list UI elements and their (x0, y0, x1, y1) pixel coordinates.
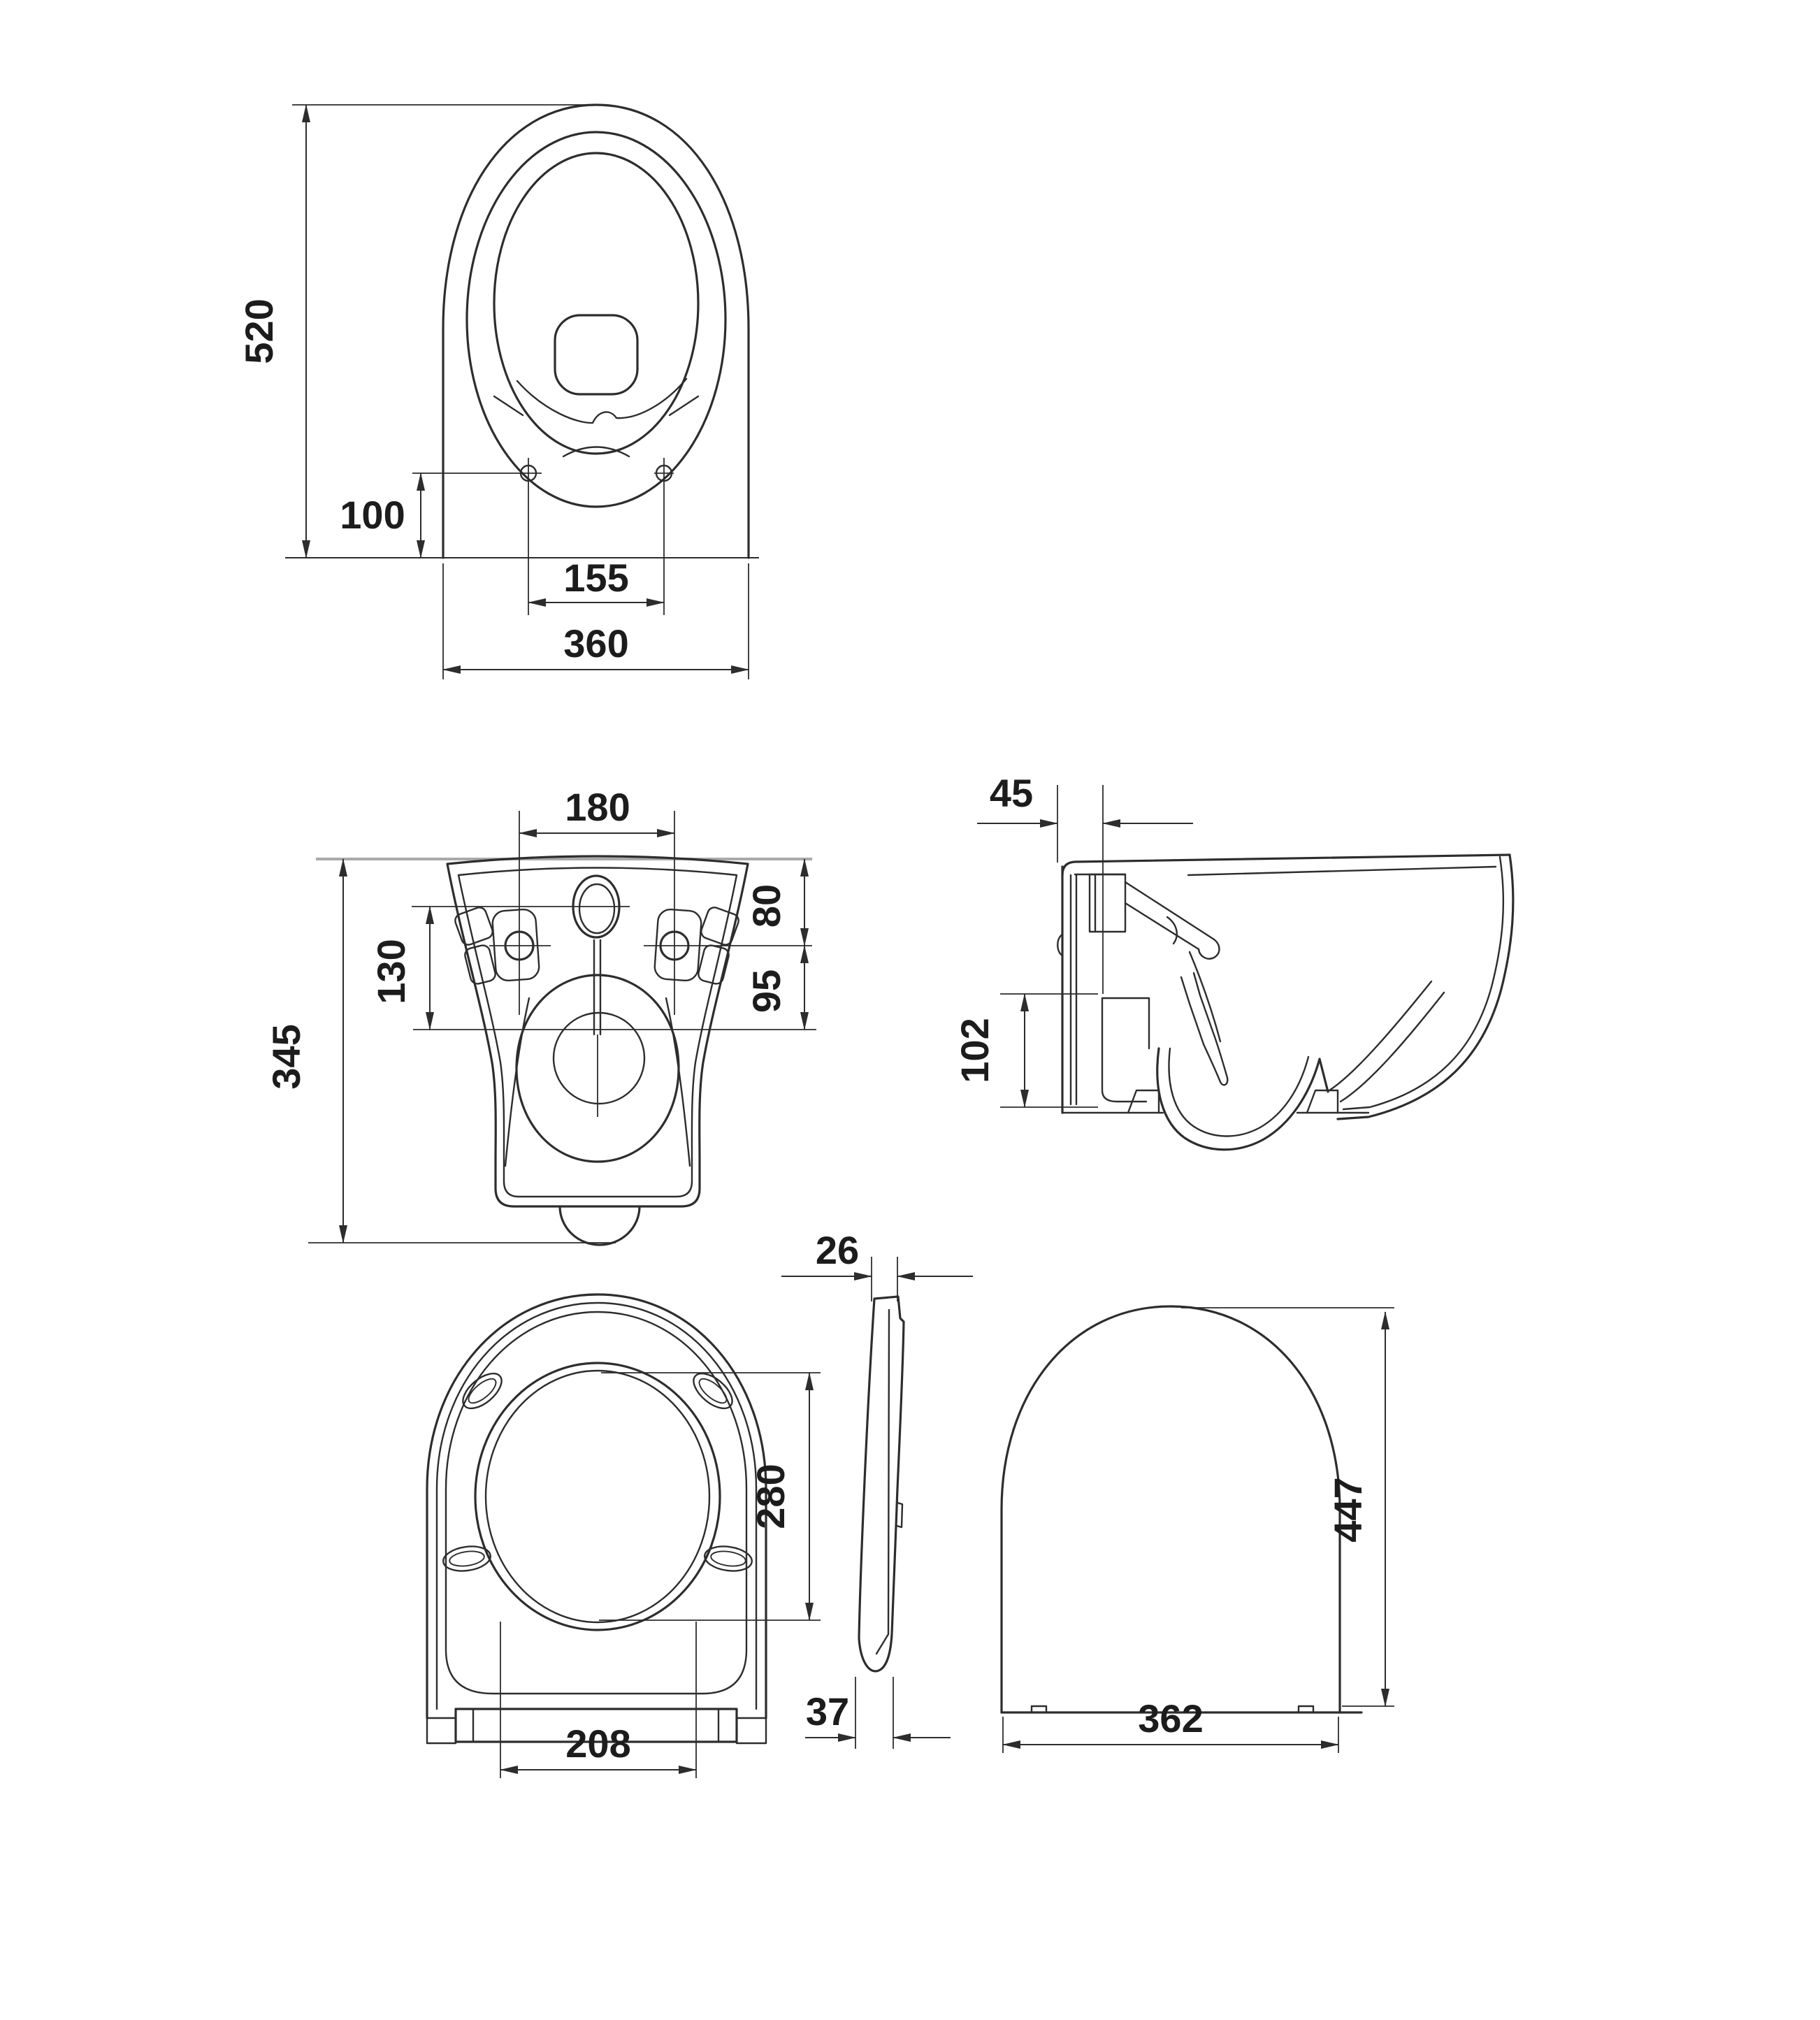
rim-top-inner-line (1187, 865, 1497, 876)
dim-mount-hole-spacing-label: 180 (565, 785, 630, 829)
drain-hole (552, 1011, 646, 1105)
bowl-rear-wall-outer (1328, 980, 1433, 1092)
dim-seat-width: 362 (1002, 1696, 1339, 1753)
bowl-top-view: 520 100 155 360 (237, 103, 759, 679)
recess-wing-left (504, 997, 530, 1167)
water-line (516, 377, 688, 424)
bumper-tab-right (1297, 1705, 1315, 1714)
base-feet (1061, 1089, 1370, 1114)
bowl-inner-profile (1342, 856, 1505, 1111)
seat-ring-inner-outline (445, 1311, 748, 1695)
back-body-inner-outline (457, 867, 738, 1198)
seat-bumpers (442, 1372, 753, 1572)
seat-top-view: 280 208 (426, 1293, 821, 1778)
bowl-outer-profile (1336, 853, 1515, 1120)
dim-seat-hole-spacing-label: 155 (563, 556, 628, 600)
dim-seat-hole-spacing: 155 (528, 556, 665, 607)
funnel-right (1188, 951, 1222, 1043)
dim-seat-depth: 447 (1181, 1307, 1394, 1707)
dim-bowl-width-label: 360 (563, 621, 628, 665)
dim-front-thickness-label: 37 (806, 1689, 849, 1733)
rim-channel-hook (1166, 916, 1178, 945)
bowl-back-view: 345 180 80 95 130 (264, 785, 816, 1246)
seat-front-view: 447 362 (1000, 1305, 1394, 1753)
dim-fixing-to-outlet: 95 (744, 945, 809, 1030)
dim-back-height-label: 345 (264, 1024, 308, 1089)
flush-opening (554, 314, 639, 396)
hinge-tab (895, 1501, 904, 1529)
gasket-groove (1057, 933, 1064, 957)
bowl-rim-inner (493, 152, 700, 455)
dim-top-to-fixing: 80 (744, 858, 809, 946)
seat-second-outline (435, 1301, 758, 1710)
bowl-rim-outer (465, 131, 727, 508)
dim-hole-to-base-label: 100 (340, 493, 405, 537)
dim-seat-depth-label: 447 (1326, 1477, 1370, 1542)
seat-front-outline (1000, 1305, 1341, 1714)
dim-bowl-width: 360 (442, 563, 749, 679)
top-surface (1061, 853, 1511, 876)
seat-outer-outline (426, 1293, 767, 1719)
bowl-body-outline (442, 103, 750, 559)
bumper-tab-left (1030, 1705, 1048, 1714)
dim-opening-length-label: 280 (749, 1464, 793, 1529)
dim-bowl-depth-label: 520 (237, 298, 281, 363)
water-hump (562, 446, 630, 458)
seat-profile-outline (858, 1295, 905, 1673)
dim-hole-to-base: 100 (340, 472, 542, 558)
dim-back-height: 345 (264, 858, 616, 1243)
dim-hinge-span-label: 208 (565, 1722, 630, 1766)
bowl-side-section-view: 45 102 (953, 771, 1515, 1151)
dim-fixing-to-outlet-label: 95 (744, 969, 788, 1013)
dim-hinge-span: 208 (500, 1622, 697, 1778)
dim-top-to-fixing-label: 80 (744, 884, 788, 928)
dim-outlet-span-label: 130 (369, 939, 413, 1004)
bowl-rear-wall-inner (1339, 991, 1445, 1103)
trap-tongue (1180, 972, 1229, 1086)
trap-u-outer (1156, 1047, 1329, 1151)
back-body-outline (446, 855, 749, 1208)
dim-bowl-depth: 520 (237, 104, 607, 558)
recess-wing-right (665, 997, 691, 1167)
rim-guide-right (668, 395, 700, 417)
trap-u-inner (1168, 1047, 1310, 1137)
dim-wall-offset: 45 (977, 771, 1193, 994)
hinge-bar (426, 1708, 767, 1745)
dim-mount-hole-spacing: 180 (519, 785, 675, 837)
rim-guide-left (493, 395, 524, 417)
fixing-pads (454, 907, 739, 985)
spreader-upper (1124, 881, 1215, 941)
lid-seat-seam (875, 1308, 890, 1655)
dim-seat-width-label: 362 (1138, 1696, 1203, 1740)
dim-front-thickness: 37 (805, 1677, 951, 1749)
drain-recess-oval (515, 974, 680, 1163)
trap-outlet-bulge (558, 1205, 641, 1246)
dim-fixing-height: 102 (953, 993, 1098, 1108)
spreader-lower (1124, 902, 1200, 951)
dim-wall-offset-label: 45 (990, 771, 1033, 815)
lid-panel-outer (474, 1362, 721, 1631)
dim-lid-thickness-label: 26 (816, 1228, 859, 1272)
dim-lid-thickness: 26 (781, 1228, 973, 1301)
flush-channel-step (1101, 997, 1150, 1103)
dim-outlet-span: 130 (369, 906, 816, 1030)
seat-profile-view: 26 37 (781, 1228, 973, 1749)
lid-panel-inner (484, 1369, 711, 1624)
spreader-nozzle (1197, 938, 1220, 960)
dim-fixing-height-label: 102 (953, 1018, 997, 1083)
inlet-opening-inner (578, 883, 616, 935)
dim-opening-length: 280 (599, 1372, 821, 1621)
